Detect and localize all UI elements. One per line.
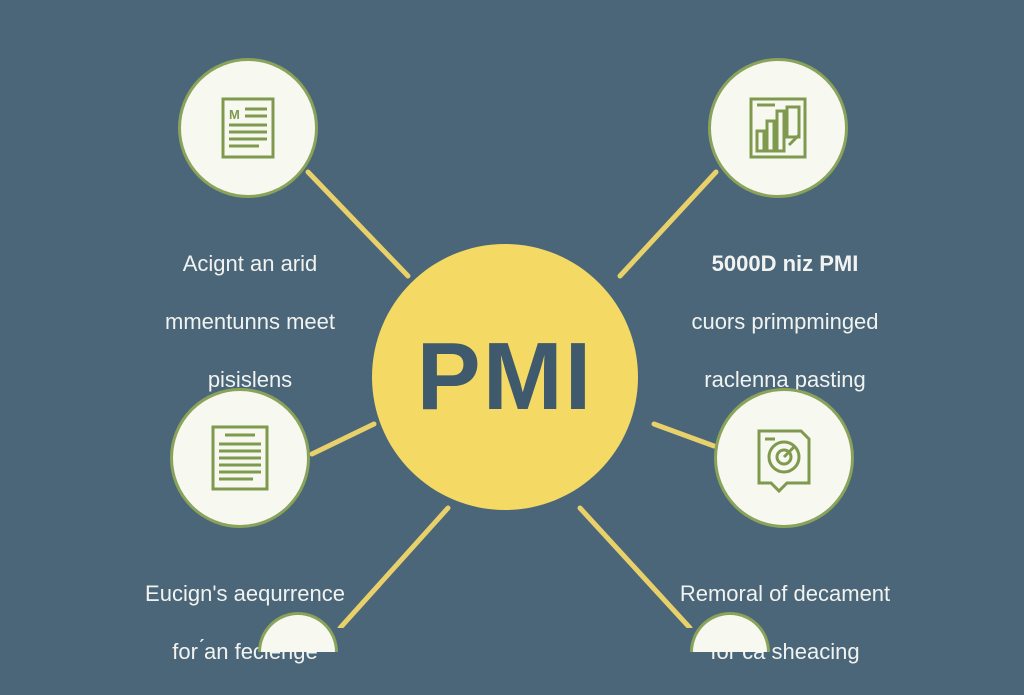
node-2-line-2: cuors primpminged bbox=[691, 309, 879, 334]
connector-lines bbox=[305, 169, 719, 628]
node-document: M bbox=[178, 58, 318, 198]
node-4-label: Remoral of decament for ca sheacing bbox=[650, 550, 920, 695]
node-4-line-1: Remoral of decament bbox=[679, 581, 891, 606]
node-1-line-3: pisislens bbox=[207, 367, 293, 392]
gauge-document-icon bbox=[757, 429, 811, 494]
list-document-icon bbox=[211, 425, 269, 491]
bar-chart-document-icon bbox=[749, 97, 807, 159]
svg-text:M: M bbox=[229, 107, 240, 122]
node-3-line-2: for ́an feclenge bbox=[172, 639, 318, 664]
node-1-line-1: Acignt an arid bbox=[182, 251, 318, 276]
node-3-label: Eucign's aequrrence for ́an feclenge bbox=[110, 550, 380, 695]
connector-top-left bbox=[305, 169, 411, 279]
node-list bbox=[170, 388, 310, 528]
document-icon: M bbox=[221, 97, 275, 159]
node-1-line-2: mmentunns meet bbox=[165, 309, 335, 334]
node-1-label: Acignt an arid mmentunns meet pisislens bbox=[130, 220, 370, 423]
diagram-canvas: PMI M Acignt an arid mmentunns meet pisi… bbox=[130, 58, 890, 664]
connector-bottom-left bbox=[337, 505, 451, 628]
connector-mid-right bbox=[651, 421, 717, 449]
connector-bottom-right bbox=[577, 505, 693, 628]
connector-mid-left bbox=[309, 421, 377, 457]
pmi-hub: PMI bbox=[372, 244, 638, 510]
hub-label: PMI bbox=[416, 323, 594, 430]
node-3-line-1: Eucign's aequrrence bbox=[145, 581, 345, 606]
node-gauge bbox=[714, 388, 854, 528]
node-2-line-1: 5000D niz PMI bbox=[711, 251, 859, 276]
connector-top-right bbox=[617, 169, 719, 279]
node-chart bbox=[708, 58, 848, 198]
node-2-line-3: raclenna pasting bbox=[704, 367, 866, 392]
